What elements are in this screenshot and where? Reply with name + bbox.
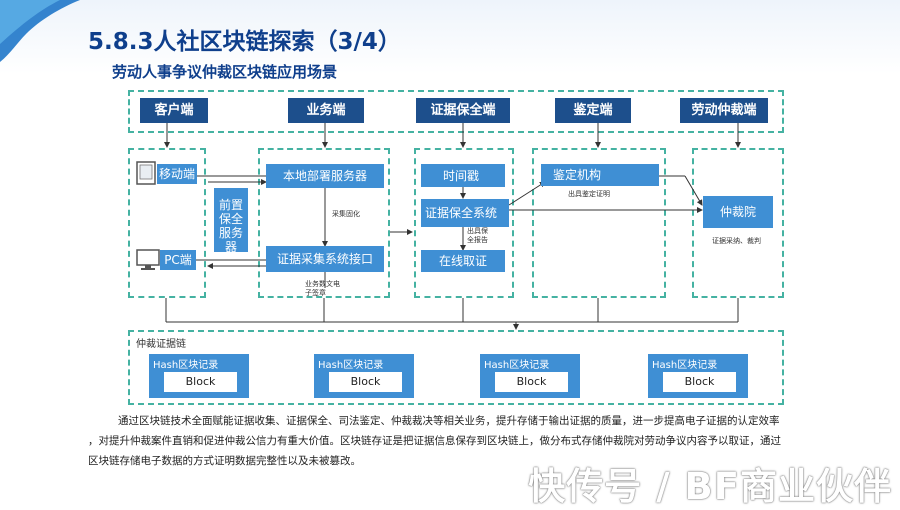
business-signature-note: 业务数文电子签章 xyxy=(305,280,341,298)
diagram-subtitle: 劳动人事争议仲裁区块链应用场景 xyxy=(112,63,338,81)
header-arbitration: 劳动仲裁端 xyxy=(680,98,768,123)
issue-report-note: 出具保全报告 xyxy=(467,227,491,245)
hash-block-title: Hash区块记录 xyxy=(318,360,384,371)
collect-fix-note: 采集固化 xyxy=(332,210,360,218)
arbitration-court-box: 仲裁院 xyxy=(703,196,773,228)
block-label: Block xyxy=(329,372,402,392)
title-band xyxy=(0,0,900,74)
hash-block-title: Hash区块记录 xyxy=(652,360,718,371)
appraisal-cert-note: 出具鉴定证明 xyxy=(568,190,610,198)
pc-monitor-icon xyxy=(136,249,160,270)
arbitration-frame xyxy=(692,148,784,298)
block-label: Block xyxy=(495,372,568,392)
watermark-text: 快传号 / BF商业伙伴 xyxy=(528,465,892,508)
header-evidence: 证据保全端 xyxy=(416,98,510,123)
hash-block-1: Hash区块记录 Block xyxy=(149,354,249,398)
preservation-system-label: 证据保全系统 xyxy=(425,206,498,220)
front-server-label: 前置保全服务器 xyxy=(218,198,243,254)
hash-block-3: Hash区块记录 Block xyxy=(480,354,580,398)
description-line-1: 通过区块链技术全面赋能证据收集、证据保全、司法鉴定、仲裁裁决等相关业务，提升存储… xyxy=(118,415,780,427)
online-evidence-box: 在线取证 xyxy=(421,250,505,272)
business-signature-label: 业务数文电子签章 xyxy=(305,280,340,297)
client-frame xyxy=(128,148,206,298)
timestamp-box: 时间戳 xyxy=(421,164,505,187)
preservation-system-box: 证据保全系统 xyxy=(421,199,509,227)
corner-swoosh-decoration xyxy=(0,0,80,62)
issue-report-label: 出具保全报告 xyxy=(467,227,488,244)
description-line-2: ，对提升仲裁案件直销和促进仲裁公信力有重大价值。区块链存证是把证据信息保存到区块… xyxy=(88,435,781,447)
pc-client-box: PC端 xyxy=(160,250,196,270)
header-appraisal: 鉴定端 xyxy=(555,98,631,123)
appraisal-agency-box: 鉴定机构 xyxy=(541,164,659,186)
front-preservation-server: 前置保全服务器 xyxy=(214,188,248,254)
hash-block-2: Hash区块记录 Block xyxy=(314,354,414,398)
header-row-frame xyxy=(128,90,784,133)
appraisal-frame xyxy=(532,148,666,298)
business-frame xyxy=(258,148,390,298)
block-label: Block xyxy=(164,372,237,392)
evidence-chain-label: 仲裁证据链 xyxy=(136,339,186,350)
hash-block-title: Hash区块记录 xyxy=(484,360,550,371)
hash-block-title: Hash区块记录 xyxy=(153,360,219,371)
evidence-collection-interface: 证据采集系统接口 xyxy=(266,246,384,272)
arbitration-note: 证据采纳、裁判 xyxy=(712,237,761,245)
evidence-frame xyxy=(414,148,514,298)
mobile-device-icon xyxy=(136,161,156,185)
block-label: Block xyxy=(663,372,736,392)
hash-block-4: Hash区块记录 Block xyxy=(648,354,748,398)
header-client: 客户端 xyxy=(140,98,208,123)
header-business: 业务端 xyxy=(288,98,364,123)
evidence-chain-frame xyxy=(128,330,784,405)
evidence-collection-label: 证据采集系统接口 xyxy=(276,252,373,266)
slide-title: 5.8.3人社区块链探索（3/4） xyxy=(88,29,401,55)
local-server-box: 本地部署服务器 xyxy=(266,164,384,188)
description-line-3: 区块链存储电子数据的方式证明数据完整性以及未被篡改。 xyxy=(88,455,361,467)
mobile-client-box: 移动端 xyxy=(157,164,197,184)
